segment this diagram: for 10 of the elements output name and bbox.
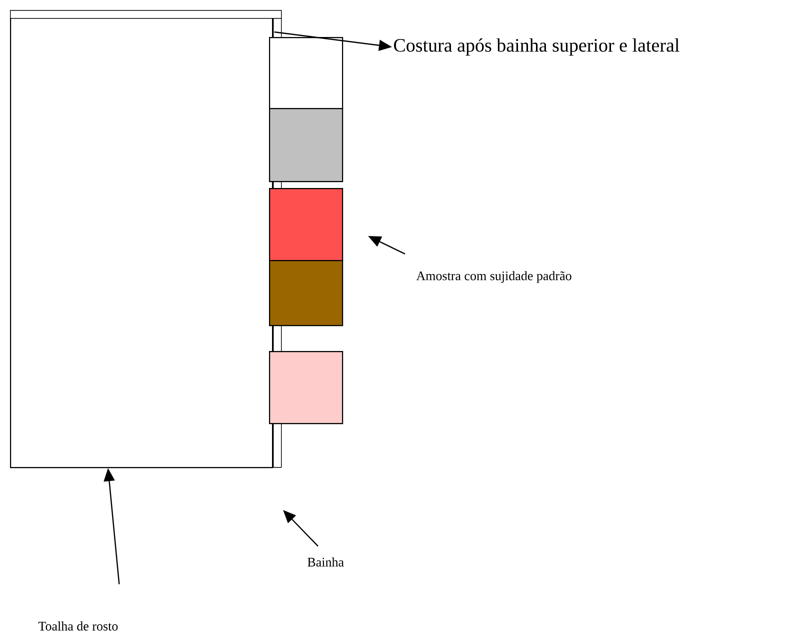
callout-label: Costura após bainha superior e lateral [394,38,680,56]
soil-swatch [269,351,344,424]
callout-label: Toalha de rosto [38,621,118,631]
callout-label: Amostra com sujidade padrão [416,271,572,283]
callout-label: Bainha [308,557,344,567]
soil-swatch [269,188,344,262]
soil-swatch [269,260,344,326]
soil-swatch [269,108,344,182]
hem-strip [10,10,282,19]
soil-swatch [269,37,344,110]
